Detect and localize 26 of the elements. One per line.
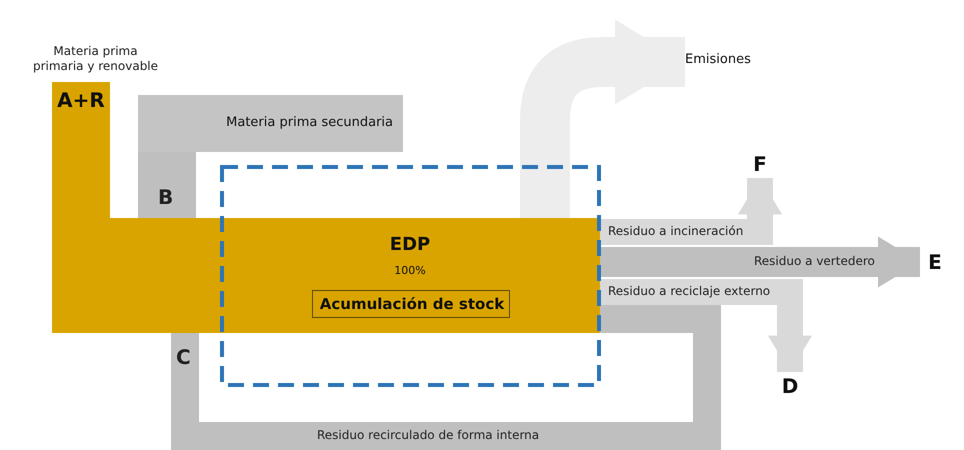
flow-band bbox=[138, 95, 403, 152]
node-label: A+R bbox=[56, 88, 106, 112]
node-label: F bbox=[752, 152, 768, 176]
flow-arrow bbox=[600, 178, 782, 245]
node-label: Materia prima secundaria bbox=[225, 115, 393, 130]
node-label: Acumulación de stock bbox=[318, 295, 506, 313]
flow-arrow bbox=[520, 20, 685, 218]
flow-arrow bbox=[600, 279, 812, 372]
flow-arrow bbox=[600, 236, 920, 288]
edge-label: Residuo a incineración bbox=[606, 224, 746, 238]
flow-letter: B bbox=[158, 185, 174, 209]
node-title: EDP bbox=[388, 234, 432, 255]
flow-letter: C bbox=[176, 345, 191, 369]
source-caption: Materia prima primaria y renovable bbox=[32, 44, 160, 74]
stock-box bbox=[312, 290, 510, 318]
edge-label: Residuo recirculado de forma interna bbox=[315, 428, 542, 442]
flow-band bbox=[52, 218, 600, 333]
flow-band bbox=[52, 122, 110, 218]
node-label: E bbox=[927, 250, 943, 274]
flow-band bbox=[171, 305, 721, 450]
flow-band bbox=[52, 82, 110, 122]
node-label: Emisiones bbox=[685, 52, 752, 67]
edge-label: Residuo a reciclaje externo bbox=[606, 284, 772, 298]
node-label: D bbox=[780, 374, 800, 398]
edge-label: Residuo a vertedero bbox=[752, 254, 877, 268]
percentage-label: 100% bbox=[393, 264, 427, 277]
